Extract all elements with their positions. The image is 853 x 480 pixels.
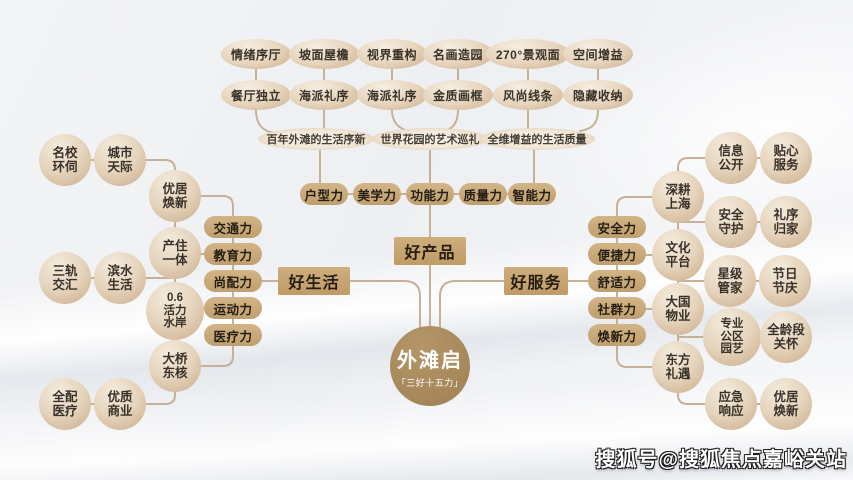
life-strength-pill: 教育力 <box>204 243 262 265</box>
right-tree-node: 节日 节庆 <box>759 255 811 307</box>
top-feature-node: 海派礼序 <box>289 80 359 110</box>
top-feature-node: 坡面屋檐 <box>289 39 359 69</box>
service-strength-pill: 安全力 <box>588 216 646 238</box>
top-feature-node: 餐厅独立 <box>221 80 291 110</box>
right-tree-node: 应急 响应 <box>705 378 757 430</box>
left-tree-node: 名校 环伺 <box>39 134 91 186</box>
product-strength-pill: 智能力 <box>508 183 556 205</box>
life-strength-pill: 医疗力 <box>204 324 262 346</box>
right-tree-node: 星级 管家 <box>704 255 756 307</box>
top-feature-node: 情绪序厅 <box>221 39 291 69</box>
branch-service-label: 好服务 <box>504 267 568 295</box>
right-tree-node: 贴心 服务 <box>760 132 812 184</box>
center-subtitle: 「三好十五力」 <box>396 377 464 388</box>
top-feature-node: 风尚线条 <box>493 80 563 110</box>
category-lens-label: 世界花园的艺术巡礼 <box>372 128 488 150</box>
top-feature-node: 视界重构 <box>357 39 427 69</box>
left-tree-node: 0.6 活力 水岸 <box>146 282 204 340</box>
left-tree-node: 三轨 交汇 <box>39 252 91 304</box>
center-title: 外滩启 <box>397 349 463 372</box>
top-feature-node: 海派礼序 <box>357 80 427 110</box>
top-feature-node: 隐藏收纳 <box>563 80 633 110</box>
top-feature-node: 空间增益 <box>563 39 633 69</box>
right-tree-node: 信息 公开 <box>705 132 757 184</box>
right-tree-node: 东方 礼遇 <box>652 341 704 393</box>
left-tree-node: 全配 医疗 <box>39 378 91 430</box>
right-tree-node: 优居 焕新 <box>760 378 812 430</box>
center-brand-node: 外滩启 「三好十五力」 <box>390 326 470 406</box>
right-tree-node: 礼序 归家 <box>760 196 812 248</box>
product-strength-pill: 户型力 <box>300 183 348 205</box>
left-tree-node: 产住 一体 <box>149 227 201 279</box>
left-tree-node: 优居 焕新 <box>149 170 201 222</box>
watermark: 搜狐号@搜狐焦点嘉峪关站 <box>595 449 847 471</box>
right-tree-node: 专业 公区 园艺 <box>703 308 761 366</box>
life-strength-pill: 尚配力 <box>204 270 262 292</box>
right-tree-node: 安全 守护 <box>705 196 757 248</box>
right-tree-node: 深耕 上海 <box>652 171 704 223</box>
right-tree-node: 大国 物业 <box>652 283 704 335</box>
branch-product-label: 好产品 <box>394 237 466 265</box>
branch-life-label: 好生活 <box>278 267 350 295</box>
top-feature-node: 270°景观面 <box>486 39 570 69</box>
left-tree-node: 优质 商业 <box>94 378 146 430</box>
product-strength-pill: 质量力 <box>459 183 507 205</box>
left-tree-node: 大桥 东核 <box>149 340 201 392</box>
product-strength-pill: 美学力 <box>353 183 401 205</box>
life-strength-pill: 运动力 <box>204 297 262 319</box>
service-strength-pill: 焕新力 <box>588 324 646 346</box>
right-tree-node: 全龄段 关怀 <box>760 311 812 363</box>
top-feature-node: 名画造园 <box>423 39 493 69</box>
service-strength-pill: 便捷力 <box>588 243 646 265</box>
left-tree-node: 滨水 生活 <box>94 252 146 304</box>
left-tree-node: 城市 天际 <box>94 134 146 186</box>
service-strength-pill: 舒适力 <box>588 270 646 292</box>
right-tree-node: 文化 平台 <box>652 229 704 281</box>
top-feature-node: 金质画框 <box>423 80 493 110</box>
category-lens-label: 百年外滩的生活序新 <box>258 128 374 150</box>
product-strength-pill: 功能力 <box>406 183 454 205</box>
service-strength-pill: 社群力 <box>588 297 646 319</box>
category-lens-label: 全维增益的生活质量 <box>479 128 595 150</box>
life-strength-pill: 交通力 <box>204 216 262 238</box>
